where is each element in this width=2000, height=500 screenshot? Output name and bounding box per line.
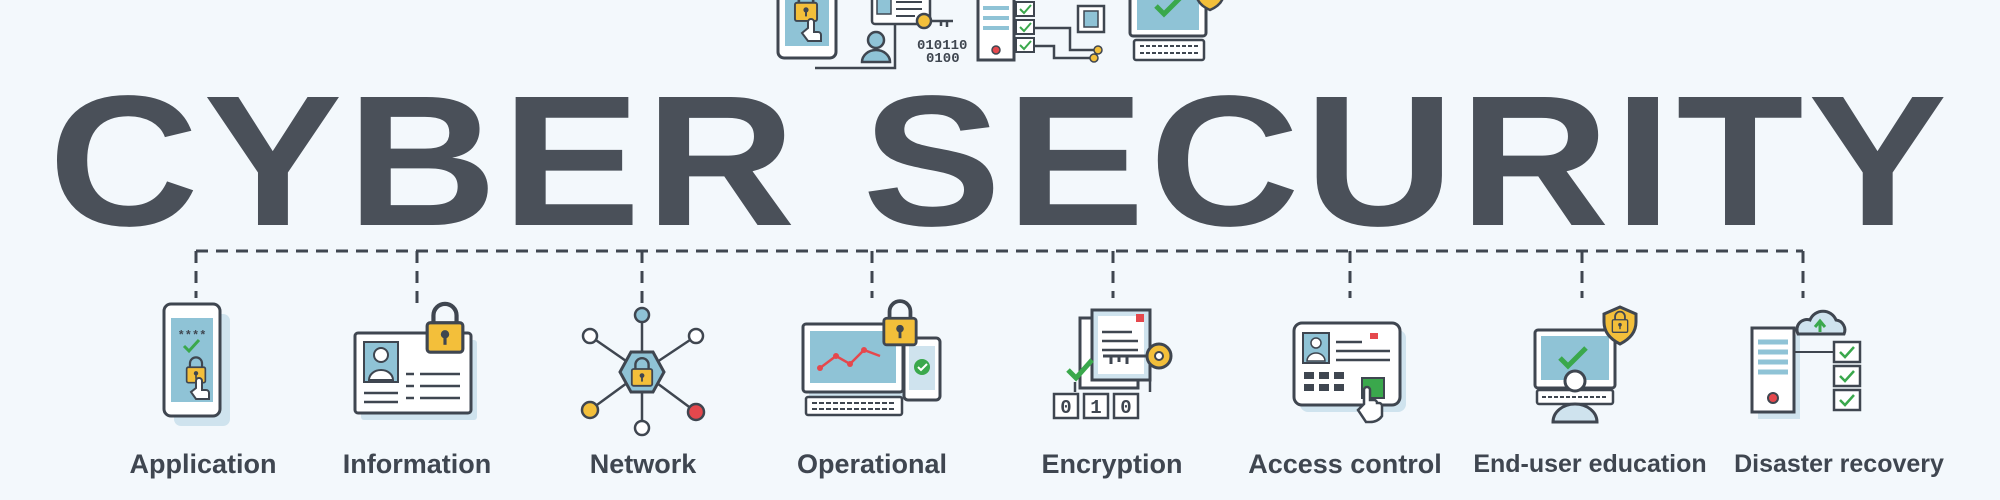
phone-lock-icon: ****: [162, 302, 230, 426]
id-card-lock-icon: [353, 304, 477, 420]
category-label-access-control: Access control: [1248, 449, 1442, 479]
network-lock-icon: [580, 306, 706, 437]
computer-lock-icon: [801, 299, 942, 417]
top-server-icon: [976, 0, 1035, 62]
top-user-icon: [815, 8, 897, 70]
category-label-end-user-education: End-user education: [1473, 450, 1707, 478]
app-pin-text: ****: [178, 329, 207, 343]
encryption-digit-1: 0: [1060, 397, 1071, 419]
user-shield-icon: [1533, 305, 1638, 424]
category-label-operational: Operational: [796, 449, 948, 479]
top-circuit-icon: [1034, 4, 1106, 63]
top-binary-line-1: 010110: [917, 38, 967, 54]
category-label-encryption: Encryption: [1041, 449, 1183, 479]
dashed-connector: [194, 249, 1805, 305]
top-illustration: 010110 0100: [776, 0, 1224, 70]
category-label-application: Application: [129, 449, 277, 479]
encryption-digit-2: 1: [1090, 397, 1101, 419]
top-phone-icon: [776, 0, 838, 60]
server-cloud-icon: [1750, 309, 1862, 419]
banner-title: CYBER SECURITY: [48, 58, 1952, 265]
category-label-disaster-recovery: Disaster recovery: [1734, 450, 1944, 478]
top-key-icon: [915, 12, 953, 30]
top-binary-line-2: 0100: [926, 51, 960, 67]
access-card-icon: [1292, 321, 1406, 424]
encryption-digit-3: 0: [1120, 397, 1131, 419]
category-label-network: Network: [589, 449, 697, 479]
category-label-information: Information: [342, 449, 492, 479]
top-id-card-icon: [870, 0, 932, 26]
document-key-icon: 0 1 0: [1052, 308, 1173, 420]
top-computer-icon: [1128, 0, 1224, 62]
